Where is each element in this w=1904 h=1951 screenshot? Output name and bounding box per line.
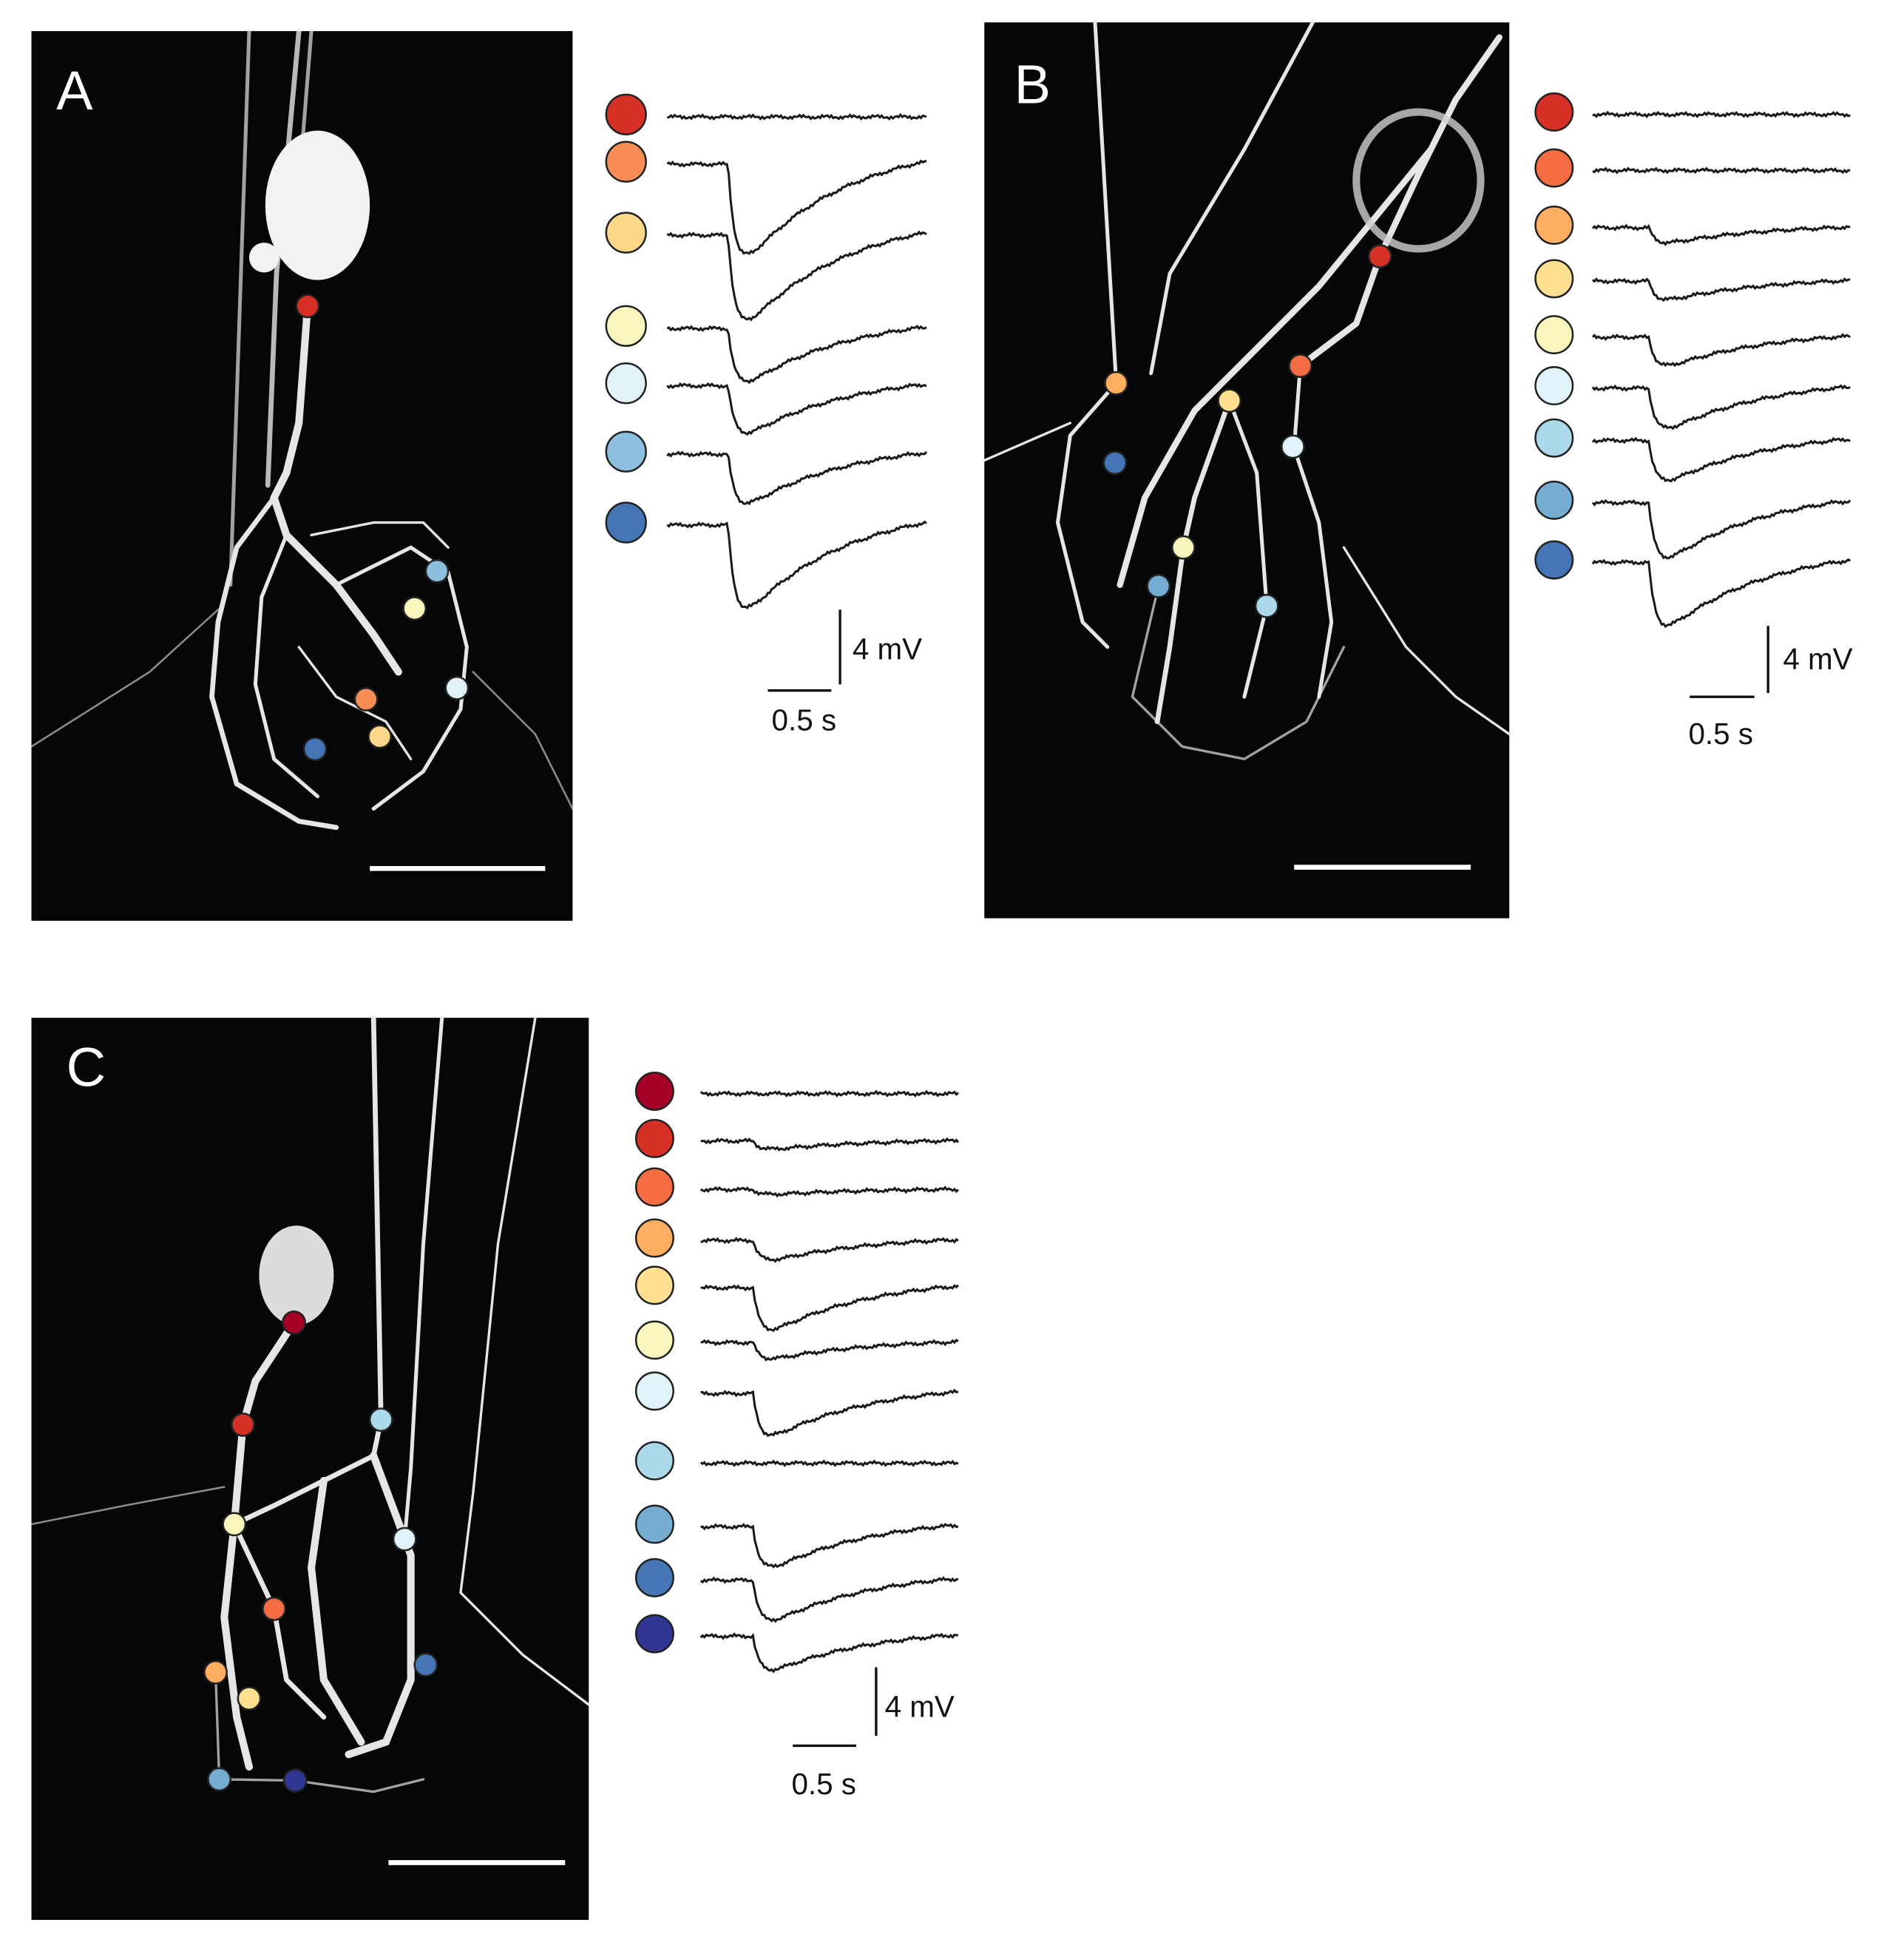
panel-a-trace-7-color-dot (605, 501, 647, 544)
panel-c-trace-10-color-dot (634, 1558, 674, 1597)
panel-a-recording-site-7 (302, 737, 328, 762)
panel-a-trace-4-color-dot (605, 305, 647, 347)
panel-a-trace-scale (768, 609, 841, 692)
panel-b-scale-s: 0.5 s (1688, 717, 1753, 751)
panel-c-recording-site-10 (413, 1652, 438, 1677)
panel-b-trace-5 (1591, 333, 1851, 368)
panel-c-trace-6-color-dot (634, 1320, 674, 1360)
panel-b-recording-site-3 (1104, 371, 1128, 396)
panel-a-trace-6 (666, 450, 928, 506)
panel-c-trace-4-color-dot (634, 1218, 674, 1258)
panel-c-recording-site-11 (282, 1768, 308, 1793)
panel-c-trace-6 (700, 1339, 959, 1362)
panel-a-trace-1 (667, 112, 927, 121)
panel-b-trace-5-color-dot (1534, 315, 1574, 355)
panel-b-letter: B (1014, 54, 1051, 115)
panel-a-trace-5-color-dot (605, 362, 647, 405)
panel-c-trace-5 (700, 1284, 959, 1332)
panel-c-trace-7-color-dot (634, 1371, 674, 1411)
panel-c-trace-8-color-dot (634, 1441, 674, 1481)
panel-b-recording-site-4 (1217, 388, 1242, 413)
panel-b-trace-6 (1591, 384, 1851, 430)
panel-b-trace-7 (1591, 436, 1851, 483)
panel-c-trace-4 (700, 1237, 959, 1263)
panel-b-trace-8-color-dot (1534, 480, 1574, 520)
panel-c-letter: C (67, 1037, 106, 1098)
panel-b-trace-6-color-dot (1534, 366, 1574, 406)
panel-c-trace-10 (699, 1576, 959, 1623)
panel-a-trace-1-color-dot (605, 93, 647, 135)
panel-c-trace-scale (793, 1667, 878, 1748)
panel-c-trace-8 (699, 1459, 959, 1467)
panel-c-recording-site-6 (222, 1512, 247, 1537)
panel-a-recording-site-4 (402, 596, 427, 621)
panel-a-recording-site-5 (444, 675, 470, 700)
panel-c-trace-11-color-dot (634, 1614, 674, 1654)
panel-a-trace-3-color-dot (605, 212, 647, 254)
panel-b-trace-9-color-dot (1534, 540, 1574, 580)
panel-a-trace-3 (666, 230, 927, 322)
panel-c-trace-3 (699, 1186, 959, 1198)
panel-c-recording-site-1 (282, 1310, 306, 1335)
panel-a-trace-4 (666, 325, 927, 385)
panel-c-recording-site-4 (203, 1660, 228, 1685)
panel-b-trace-4 (1591, 277, 1851, 302)
panel-a-trace-6-color-dot (605, 430, 647, 473)
panel-c-recording-site-5 (237, 1686, 262, 1711)
panel-c-trace-7 (700, 1388, 959, 1438)
panel-c-recording-site-8 (368, 1407, 393, 1433)
panel-a-trace-5 (666, 382, 927, 436)
panel-a-trace-7 (666, 520, 927, 609)
panel-a-recording-site-2 (353, 687, 379, 711)
panel-b-scale-mv: 4 mV (1783, 642, 1852, 676)
panel-b-recording-site-8 (1146, 574, 1171, 598)
panel-b-image: B (983, 20, 1511, 919)
panel-b-trace-3 (1591, 223, 1851, 246)
panel-c-trace-3-color-dot (634, 1167, 674, 1207)
panel-c-trace-1 (699, 1089, 959, 1098)
panel-c-scale-s: 0.5 s (791, 1767, 856, 1801)
panel-c-image: C (30, 1015, 590, 1920)
panel-b-trace-2 (1592, 166, 1851, 175)
panel-b-trace-2-color-dot (1534, 148, 1574, 188)
panel-c-trace-9 (700, 1523, 959, 1569)
panel-c-trace-2-color-dot (634, 1118, 674, 1158)
panel-c-recording-site-7 (392, 1526, 417, 1552)
panel-b-recording-site-1 (1367, 244, 1392, 268)
panel-a-scale-mv: 4 mV (853, 632, 922, 666)
panel-a-letter: A (56, 60, 93, 121)
panel-c-scale-mv: 4 mV (885, 1690, 955, 1724)
panel-a-recording-site-1 (295, 294, 320, 319)
panel-a-scale-s: 0.5 s (772, 703, 837, 737)
panel-c-recording-site-3 (262, 1596, 286, 1621)
panel-c-trace-9-color-dot (634, 1504, 674, 1544)
panel-b-recording-site-7 (1254, 593, 1279, 618)
panel-c-trace-2 (700, 1137, 960, 1152)
panel-b-trace-1-color-dot (1534, 92, 1574, 132)
panel-a-recording-site-3 (367, 724, 393, 749)
panel-b-trace-9 (1591, 558, 1852, 629)
panel-b-trace-scale (1690, 626, 1769, 698)
panel-c-recording-site-2 (231, 1412, 255, 1437)
panel-b-recording-site-5 (1171, 535, 1196, 560)
panel-b-trace-1 (1592, 110, 1851, 119)
panel-b-trace-7-color-dot (1534, 418, 1574, 458)
panel-a-trace-2 (666, 159, 927, 255)
panel-a-trace-2-color-dot (605, 141, 647, 183)
panel-c-trace-5-color-dot (634, 1265, 674, 1305)
panel-a-image: A (30, 28, 574, 921)
panel-b-recording-site-6 (1281, 434, 1305, 459)
panel-b-trace-4-color-dot (1534, 259, 1574, 299)
panel-c-trace-1-color-dot (634, 1071, 674, 1111)
panel-b-recording-site-9 (1102, 450, 1128, 476)
panel-c-recording-site-9 (207, 1767, 231, 1792)
panel-b-trace-8 (1591, 498, 1852, 560)
panel-b-recording-site-2 (1288, 354, 1312, 379)
panel-c-trace-11 (699, 1632, 959, 1674)
panel-a-recording-site-6 (424, 558, 450, 584)
panel-b-trace-3-color-dot (1534, 206, 1574, 246)
